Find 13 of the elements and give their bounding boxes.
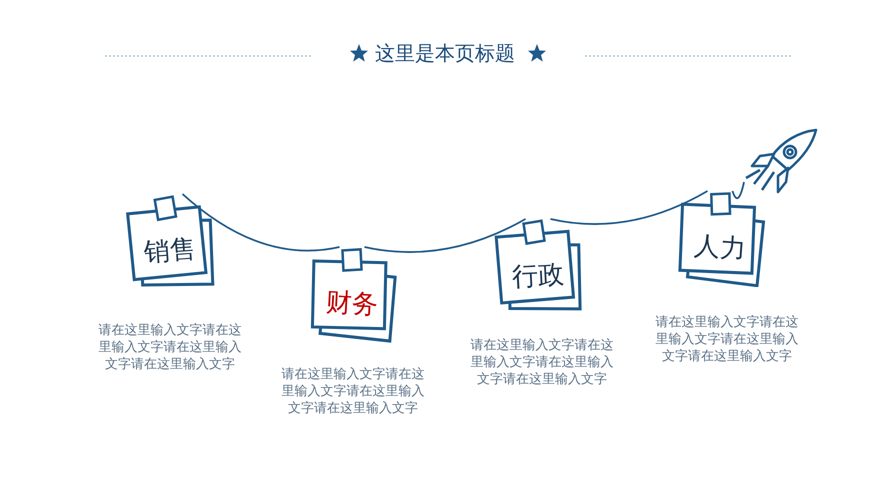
note-heading: 销售 [142, 233, 198, 270]
body-text: 请在这里输入文字请在这里输入文字请在这里输入文字请在这里输入文字 [98, 322, 242, 373]
body-text: 请在这里输入文字请在这里输入文字请在这里输入文字请在这里输入文字 [470, 337, 614, 388]
note-heading: 人力 [692, 230, 748, 267]
body-text: 请在这里输入文字请在这里输入文字请在这里输入文字请在这里输入文字 [654, 314, 800, 365]
hanging-string [550, 190, 708, 225]
hanging-string [732, 182, 745, 199]
note-heading: 财务 [324, 286, 380, 322]
title: 这里是本页标题 [375, 41, 515, 65]
note-heading: 行政 [510, 258, 566, 294]
body-text: 请在这里输入文字请在这里输入文字请在这里输入文字请在这里输入文字 [280, 366, 426, 417]
hanging-string [364, 218, 526, 253]
hanging-string [182, 193, 340, 252]
